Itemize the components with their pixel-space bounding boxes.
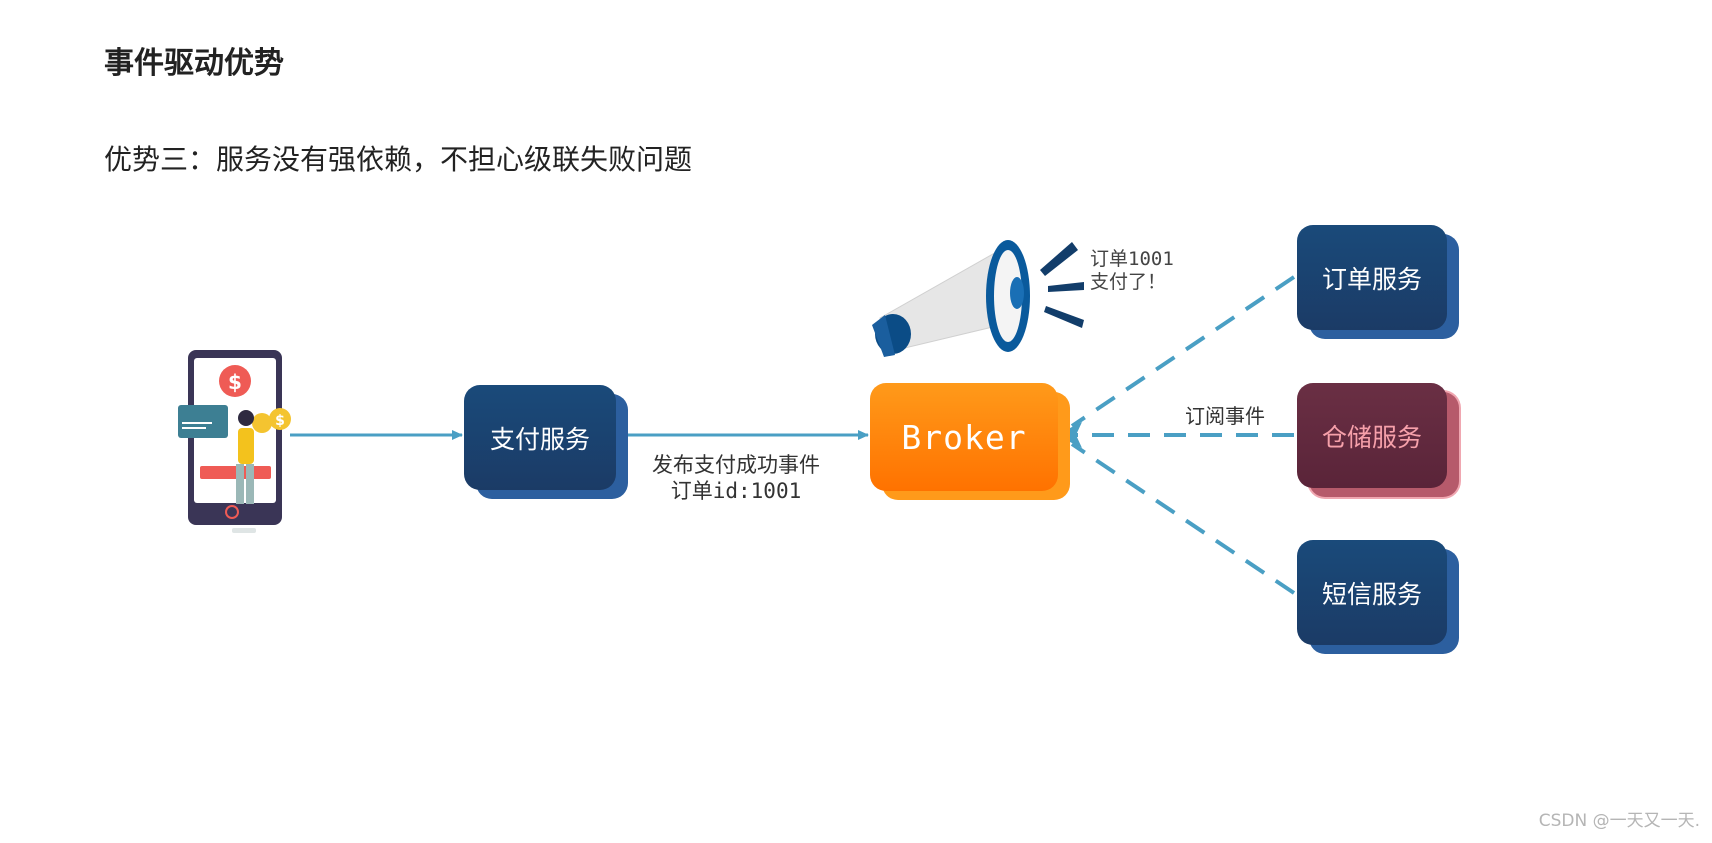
broker-node: Broker [870,383,1070,500]
order-service-node: 订单服务 [1297,225,1459,339]
watermark: CSDN @一天又一天. [1538,811,1700,831]
notice-line1: 订单1001 [1090,248,1174,270]
sms-service-label: 短信服务 [1297,540,1447,645]
svg-text:$: $ [228,370,242,394]
order-subscribe-line [1070,275,1296,428]
storage-service-node: 仓储服务 [1297,383,1459,497]
publish-event-line2: 订单id:1001 [670,479,802,503]
page-subtitle: 优势三：服务没有强依赖，不担心级联失败问题 [104,143,693,176]
svg-text:$: $ [275,413,285,429]
sms-subscribe-line [1070,442,1296,595]
phone-payment-illustration: $ $ [178,350,291,533]
notice-line2: 支付了！ [1090,271,1167,293]
pay-service-label: 支付服务 [464,385,616,490]
order-service-label: 订单服务 [1297,225,1447,330]
broker-label: Broker [870,383,1058,491]
megaphone-icon [872,240,1084,357]
page-title: 事件驱动优势 [104,46,284,81]
subscribe-event-label: 订阅事件 [1185,404,1265,428]
storage-service-label: 仓储服务 [1297,383,1447,488]
megaphone-notice: 订单1001 支付了！ [1090,248,1230,294]
sms-service-node: 短信服务 [1297,540,1459,654]
publish-event-label: 发布支付成功事件 订单id:1001 [646,452,826,504]
publish-event-line1: 发布支付成功事件 [652,453,820,477]
pay-service-node: 支付服务 [464,385,628,499]
